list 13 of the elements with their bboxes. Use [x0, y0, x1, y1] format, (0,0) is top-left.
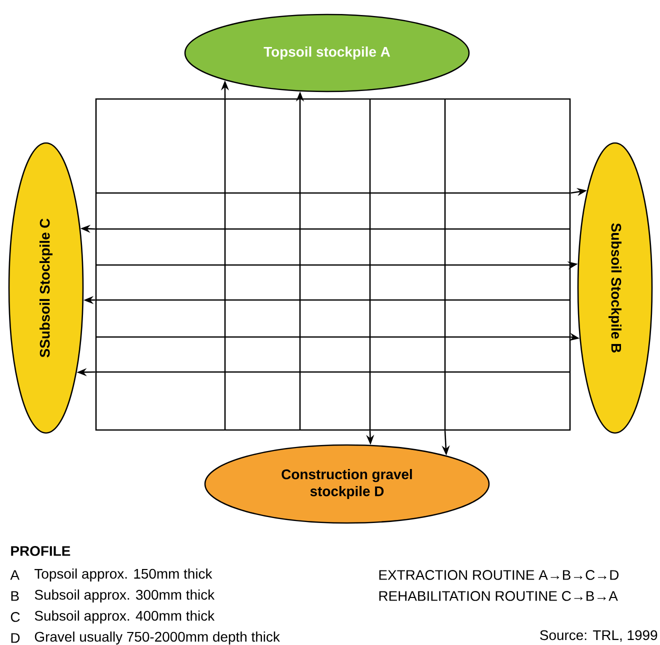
source-note: Source: TRL, 1999: [540, 630, 658, 642]
site-grid: [95, 98, 571, 431]
profile-text: Subsoil approx. 400mm thick: [34, 610, 215, 624]
legend-letter: D: [11, 633, 20, 643]
profile-text: Subsoil approx. 300mm thick: [34, 590, 215, 602]
routine-text: REHABILITATION ROUTINE C→B→A: [379, 591, 618, 601]
legend-letter: C: [10, 612, 20, 622]
legend-letter: A: [10, 570, 20, 580]
profile-text: Topsoil approx. 150mm thick: [34, 568, 212, 582]
legend-letter: B: [11, 591, 19, 601]
heading: PROFILE: [11, 546, 70, 556]
profile-text: Gravel usually 750-2000mm depth thick: [34, 632, 280, 644]
routine-text: EXTRACTION ROUTINE A→B→C→D: [379, 570, 619, 580]
